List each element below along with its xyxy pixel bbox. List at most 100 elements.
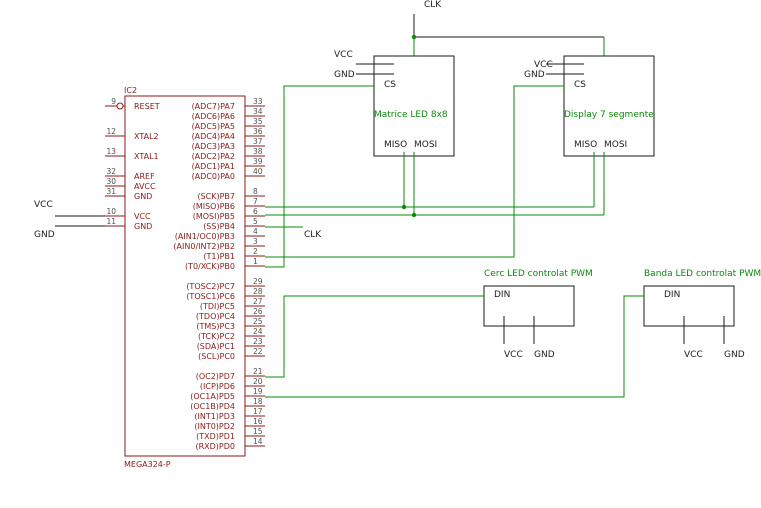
display-vcc-label: VCC (534, 60, 553, 70)
pin-number: 13 (106, 147, 116, 156)
ring-title: Cerc LED controlat PWM (484, 269, 593, 279)
display-cs-wire (265, 85, 564, 258)
pin-label: (MISO)PB6 (193, 202, 235, 211)
pin-number: 14 (253, 437, 263, 446)
chip-pin-right: 25 (TMS)PC3 (196, 317, 265, 331)
pin-number: 7 (253, 197, 258, 206)
pin-number: 35 (253, 117, 263, 126)
pin-label: (ADC2)PA2 (192, 152, 235, 161)
chip-pin-right: 8 (SCK)PB7 (197, 187, 265, 201)
strip-din-label: DIN (664, 290, 680, 300)
pin-number: 10 (106, 207, 116, 216)
chip-pin-right: 15 (TXD)PD1 (196, 427, 265, 441)
chip-pin-right: 22(SCL)PC0 (198, 347, 265, 361)
matrix-mosi-label: MOSI (414, 140, 437, 150)
chip-body (124, 95, 246, 457)
chip-pin-right: 39(ADC1)PA1 (192, 157, 265, 171)
chip-pin-right: 38 (ADC2)PA2 (192, 147, 265, 161)
pin-number: 33 (253, 97, 263, 106)
chip-pin-right: 35(ADC5)PA5 (192, 117, 265, 131)
pin-label: (MOSI)PB5 (193, 212, 235, 221)
ring-box (483, 285, 575, 327)
pin-number: 25 (253, 317, 263, 326)
pin-number: 3 (253, 237, 258, 246)
chip-left-pins: 9RESET12XTAL213XTAL132AREF30AVCC31GND10V… (105, 97, 160, 231)
strip-box (643, 285, 735, 327)
chip-pin-right: 16 (INT0)PD2 (194, 417, 265, 431)
pin-label: (OC1A)PD5 (190, 392, 235, 401)
chip-pin-right: 40 (ADC0)PA0 (192, 167, 265, 181)
pin-number: 11 (106, 217, 116, 226)
chip-pin-right: 34(ADC6)PA6 (192, 107, 265, 121)
pin-label: (ADC3)PA3 (192, 142, 235, 151)
strip-module: Banda LED controlat PWM DIN VCC GND (643, 269, 761, 360)
display-cs-label: CS (574, 80, 586, 90)
pin-number: 8 (253, 187, 258, 196)
pin-number: 17 (253, 407, 263, 416)
pin-label: VCC (134, 212, 151, 221)
display-module: VCC GND CS Display 7 segmente MISO MOSI (524, 55, 655, 157)
chip-pin-right: 1(T0/XCK)PB0 (185, 257, 265, 271)
chip-pin-right: 27(TDI)PC5 (200, 297, 265, 311)
display-box (563, 55, 655, 157)
chip-part: MEGA324-P (124, 460, 171, 469)
chip-pin-right: 5(SS)PB4 (203, 217, 265, 231)
pin-number: 4 (253, 227, 258, 236)
pin-label: (TCK)PC2 (198, 332, 235, 341)
matrix-module: VCC GND CS Matrice LED 8x8 MISO MOSI (334, 50, 455, 157)
chip-pin-right: 24 (TCK)PC2 (198, 327, 265, 341)
pin-label: (TMS)PC3 (196, 322, 235, 331)
pin-number: 40 (253, 167, 263, 176)
chip-pin-right: 20(ICP)PD6 (200, 377, 265, 391)
pin-label: (AIN1/OC0)PB3 (175, 232, 235, 241)
strip-vcc-label: VCC (684, 350, 703, 360)
pin-number: 38 (253, 147, 263, 156)
display-title: Display 7 segmente (564, 110, 654, 120)
pin-label: (ADC6)PA6 (192, 112, 235, 121)
pin-number: 31 (106, 187, 116, 196)
chip-pin-right: 4 (AIN1/OC0)PB3 (175, 227, 265, 241)
vcc-label-left: VCC (34, 200, 53, 210)
display-miso-label: MISO (574, 140, 597, 150)
matrix-cs-label: CS (384, 80, 396, 90)
chip-pin-right: 7 (MISO)PB6 (193, 197, 265, 211)
chip-pin-right: 33(ADC7)PA7 (192, 97, 265, 111)
strip-title: Banda LED controlat PWM (644, 269, 761, 279)
pin-number: 12 (106, 127, 116, 136)
ring-module: Cerc LED controlat PWM DIN VCC GND (483, 269, 593, 360)
chip-pin-right: 17 (INT1)PD3 (194, 407, 265, 421)
pin-inversion-bubble (116, 102, 124, 110)
chip-pin-right: 19(OC1A)PD5 (190, 387, 265, 401)
pin-label: (TDI)PC5 (200, 302, 235, 311)
pin-number: 15 (253, 427, 263, 436)
pin-number: 21 (253, 367, 263, 376)
pin-label: XTAL1 (134, 152, 159, 161)
chip-pin-right: 37(ADC3)PA3 (192, 137, 265, 151)
mosi-junction (411, 212, 417, 218)
pin-label: (ADC0)PA0 (192, 172, 235, 181)
chip-pin-right: 14(RXD)PD0 (195, 437, 265, 451)
pin-number: 16 (253, 417, 263, 426)
pin-label: (T1)PB1 (203, 252, 235, 261)
miso-junction (401, 204, 407, 210)
pin-number: 30 (106, 177, 116, 186)
pin-label: GND (134, 222, 152, 231)
chip-pin-right: 2(T1)PB1 (203, 247, 265, 261)
pin-label: AVCC (134, 182, 156, 191)
chip-pin-right: 3(AIN0/INT2)PB2 (173, 237, 265, 251)
pin-label: (TXD)PD1 (196, 432, 235, 441)
pin-label: (INT1)PD3 (194, 412, 235, 421)
pin-label: (INT0)PD2 (194, 422, 235, 431)
matrix-gnd-label: GND (334, 70, 355, 80)
pin-number: 24 (253, 327, 263, 336)
pin-number: 29 (253, 277, 263, 286)
pin-label: (TOSC2)PC7 (186, 282, 235, 291)
chip-pin-right: 36(ADC4)PA4 (192, 127, 265, 141)
pin-label: GND (134, 192, 152, 201)
chip-right-pins: 33(ADC7)PA734(ADC6)PA635(ADC5)PA536(ADC4… (173, 97, 265, 451)
pin-label: (SCK)PB7 (197, 192, 235, 201)
